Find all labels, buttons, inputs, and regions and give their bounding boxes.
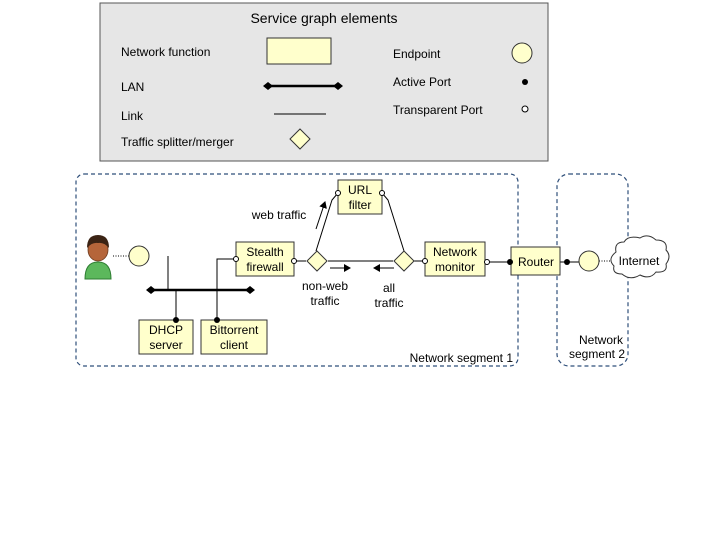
legend-splitter-label: Traffic splitter/merger — [121, 135, 234, 149]
all-traffic-label-line2: traffic — [374, 296, 403, 310]
urlfilter-in-port — [335, 190, 341, 196]
internet-label: Internet — [619, 254, 660, 268]
router-node: Router — [510, 246, 561, 276]
router-in-port — [507, 259, 513, 265]
url-filter-label-line1: URL — [348, 183, 372, 197]
stealth-firewall-label-line2: firewall — [246, 260, 283, 274]
lan-end-left — [146, 286, 156, 294]
traffic-splitter — [306, 250, 328, 272]
non-web-traffic-label-line1: non-web — [302, 279, 348, 293]
legend-endpoint-shape — [511, 42, 533, 64]
legend-lan-end-left — [263, 82, 273, 90]
lan-end-right — [245, 286, 255, 294]
legend-transparent-port-label: Transparent Port — [393, 103, 483, 117]
web-traffic-label: web traffic — [251, 208, 306, 222]
firewall-out-port — [291, 258, 297, 264]
router-out-port — [564, 259, 570, 265]
bittorrent-client-label-line1: Bittorrent — [210, 323, 259, 337]
legend-network-function-label: Network function — [121, 45, 210, 59]
dhcp-server-label-line1: DHCP — [149, 323, 183, 337]
legend-lan-end-right — [333, 82, 343, 90]
legend-link-label: Link — [121, 109, 144, 123]
monitor-in-port — [422, 258, 428, 264]
network-segment-2-label-line2: segment 2 — [569, 347, 625, 361]
internet-cloud: Internet — [610, 235, 670, 279]
all-traffic-label-line1: all — [383, 281, 395, 295]
dhcp-port — [173, 317, 179, 323]
legend-lan-label: LAN — [121, 80, 144, 94]
url-filter-label-line2: filter — [349, 198, 372, 212]
internet-endpoint — [578, 250, 600, 272]
legend-panel: Service graph elements Network function … — [99, 2, 549, 162]
non-web-traffic-label-line2: traffic — [310, 294, 339, 308]
legend-endpoint-label: Endpoint — [393, 47, 441, 61]
user-endpoint — [128, 245, 150, 267]
bittorrent-client-node: Bittorrent client — [200, 319, 268, 355]
legend-active-port-label: Active Port — [393, 75, 452, 89]
network-monitor-node: Network monitor — [424, 241, 486, 277]
stealth-firewall-label-line1: Stealth — [246, 245, 283, 259]
bittorrent-client-label-line2: client — [220, 338, 249, 352]
traffic-merger — [393, 250, 415, 272]
splitter-urlfilter-link — [315, 192, 339, 252]
network-monitor-label-line1: Network — [433, 245, 478, 259]
dhcp-server-label-line2: server — [149, 338, 182, 352]
network-monitor-label-line2: monitor — [435, 260, 475, 274]
legend-active-port-shape — [522, 79, 528, 85]
router-label: Router — [518, 255, 554, 269]
dhcp-server-node: DHCP server — [138, 319, 194, 355]
urlfilter-out-port — [379, 190, 385, 196]
legend-title: Service graph elements — [250, 10, 397, 26]
user-icon — [84, 235, 112, 280]
network-segment-2-label-line1: Network — [579, 333, 624, 347]
web-traffic-arrow — [315, 201, 327, 230]
urlfilter-merger-link — [381, 192, 405, 252]
legend-transparent-port-shape — [521, 105, 529, 113]
stealth-firewall-node: Stealth firewall — [235, 241, 295, 277]
monitor-out-port — [484, 259, 490, 265]
lan-firewall-link — [216, 258, 236, 320]
legend-network-function-swatch — [266, 37, 332, 65]
legend-splitter-shape — [289, 128, 311, 150]
network-segment-1-label: Network segment 1 — [410, 351, 514, 365]
firewall-in-port — [233, 256, 239, 262]
bittorrent-port — [214, 317, 220, 323]
url-filter-node: URL filter — [337, 179, 383, 215]
